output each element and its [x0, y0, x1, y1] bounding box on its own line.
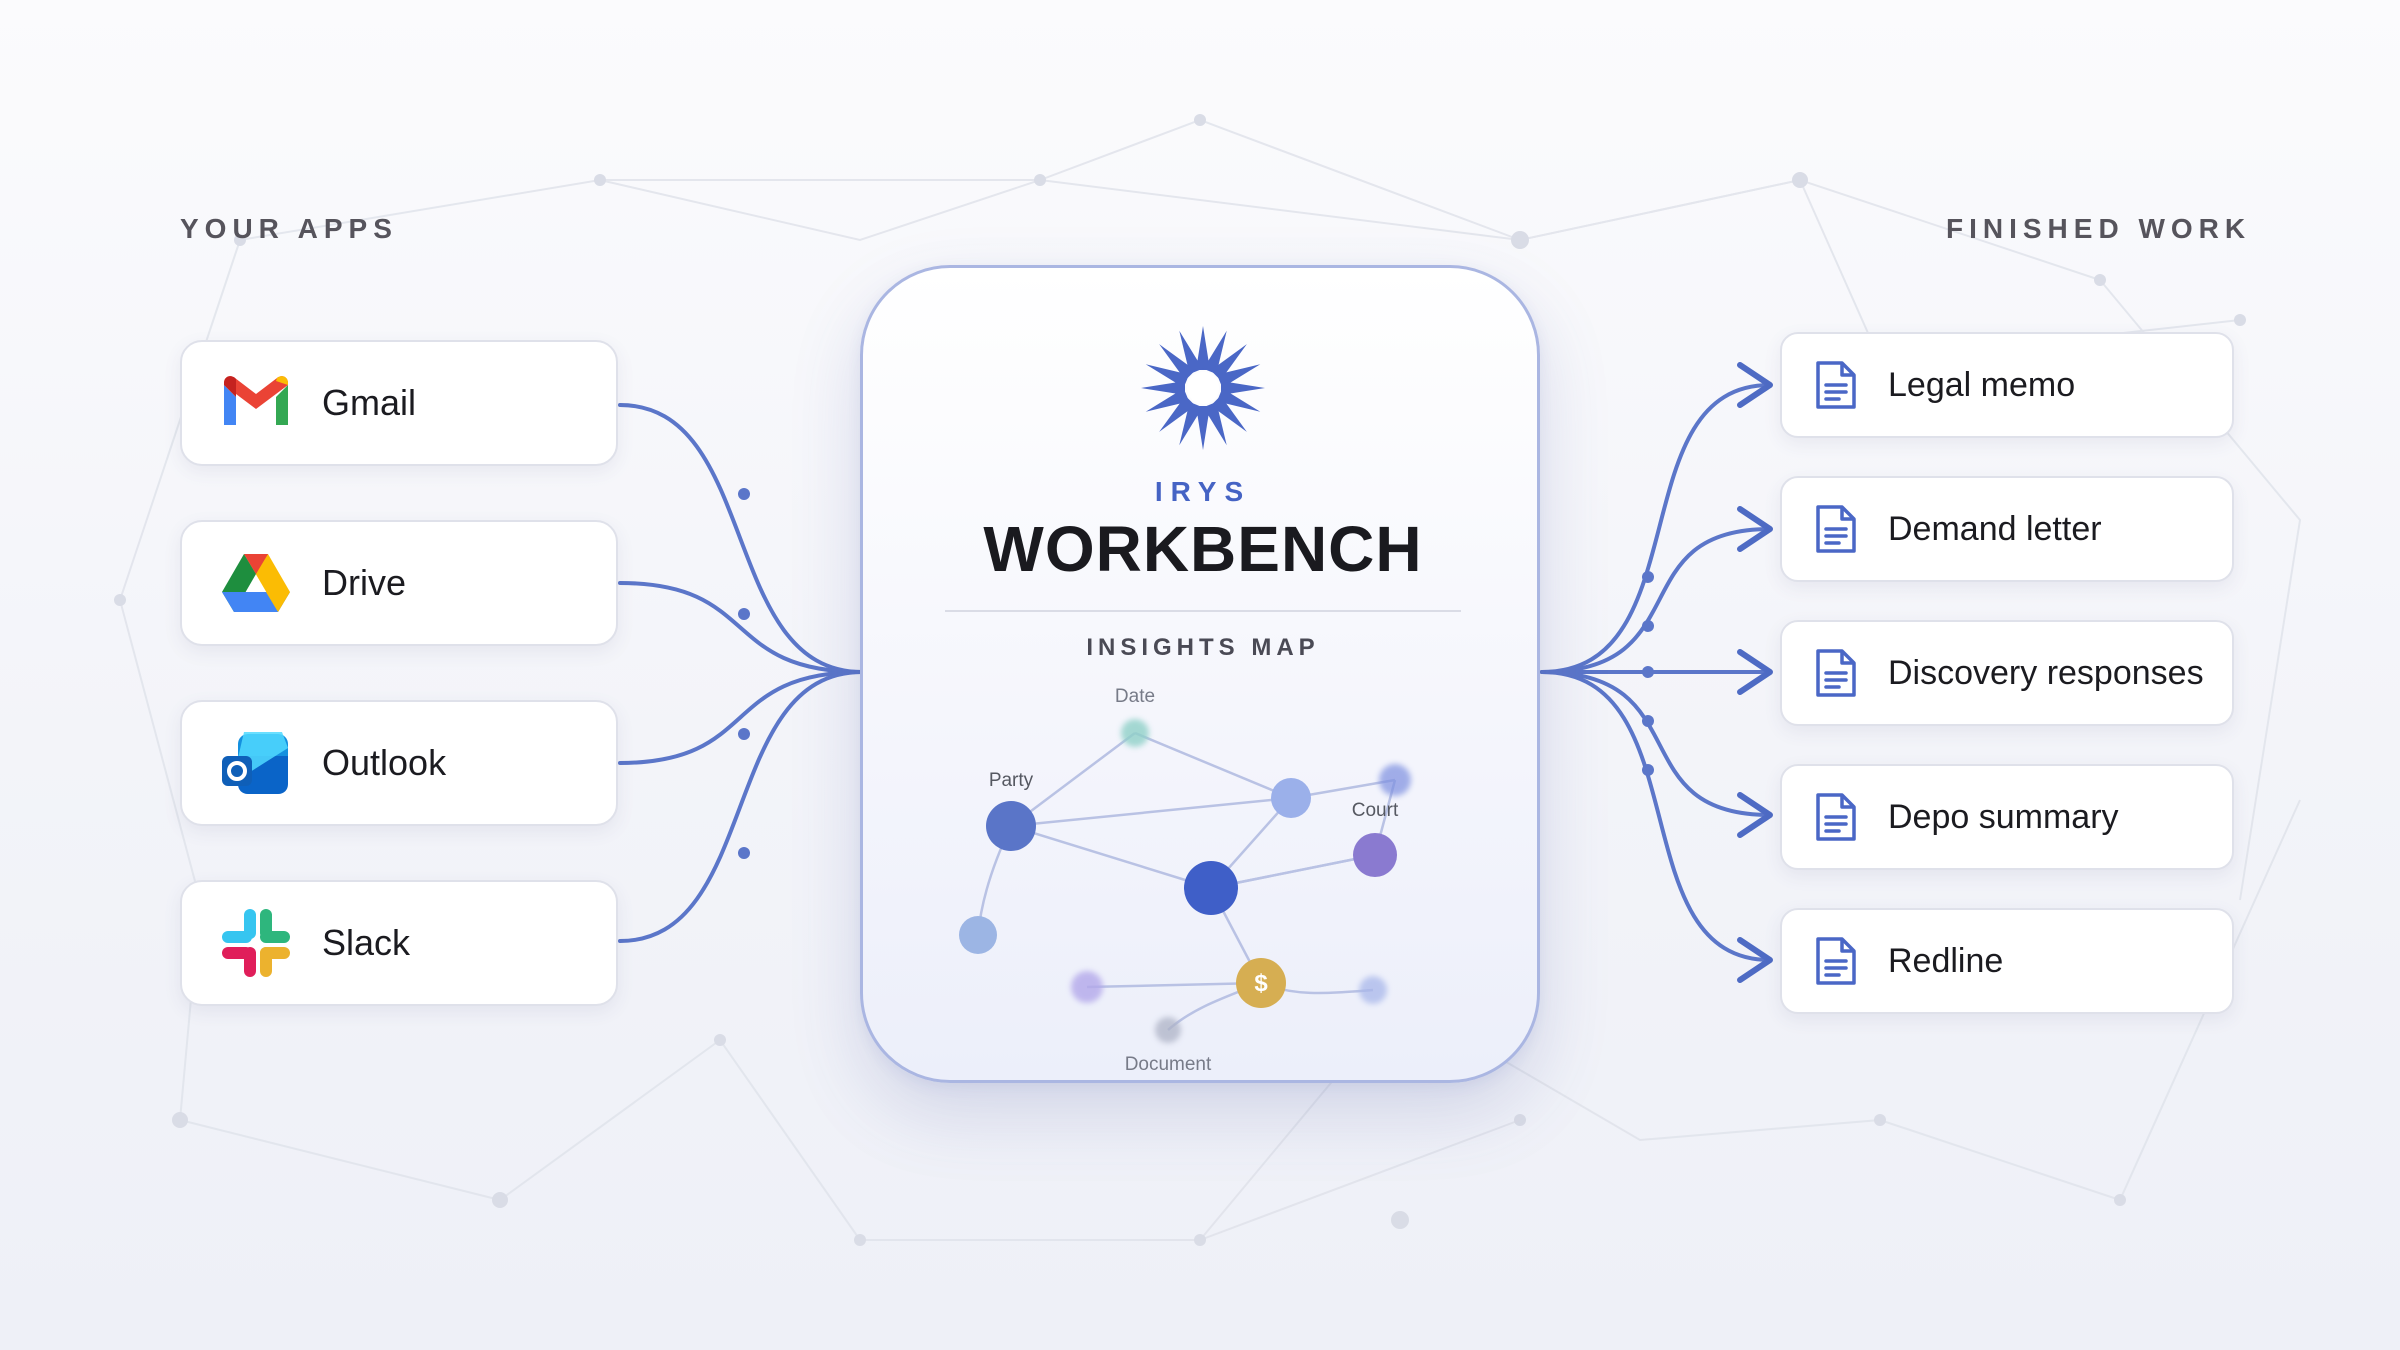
flow-slack: [618, 670, 864, 943]
slack-icon: [220, 907, 292, 979]
flow-dot: [1642, 715, 1654, 727]
app-card-outlook[interactable]: Outlook: [180, 700, 618, 826]
insights-map-heading: INSIGHTS MAP: [1086, 634, 1320, 661]
graph-node-document: [1155, 1017, 1181, 1043]
document-icon: [1816, 361, 1856, 409]
your-apps-heading: YOUR APPS: [180, 213, 398, 244]
arrowhead-legal-memo: [1737, 362, 1773, 408]
graph-node-money: [1236, 958, 1286, 1008]
graph-label-date: Date: [1115, 686, 1155, 707]
flow-demand-letter: [1540, 527, 1772, 674]
document-icon: [1816, 937, 1856, 985]
hub-divider: [945, 610, 1461, 612]
graph-label-document: Document: [1125, 1054, 1212, 1075]
graph-node-court: [1353, 833, 1397, 877]
dollar-icon: $: [1254, 970, 1268, 997]
graph-label-party: Party: [989, 770, 1034, 791]
workbench-hub: IRYS WORKBENCH INSIGHTS MAP: [860, 265, 1540, 1083]
graph-node-date: [1121, 719, 1149, 747]
document-icon: [1816, 505, 1856, 553]
app-label: Slack: [322, 922, 411, 963]
graph-node: [959, 916, 997, 954]
app-label: Gmail: [322, 382, 417, 423]
insights-map-graph: Date Party Court Document $: [959, 686, 1411, 1075]
hub-title: WORKBENCH: [983, 513, 1423, 585]
flow-legal-memo: [1540, 383, 1772, 674]
flow-depo: [1540, 670, 1772, 817]
output-card-discovery-responses[interactable]: Discovery responses: [1780, 620, 2234, 726]
output-card-legal-memo[interactable]: Legal memo: [1780, 332, 2234, 438]
flow-redline: [1540, 670, 1772, 962]
graph-node: [1379, 764, 1411, 796]
output-card-redline[interactable]: Redline: [1780, 908, 2234, 1014]
output-card-demand-letter[interactable]: Demand letter: [1780, 476, 2234, 582]
output-label: Demand letter: [1888, 509, 2102, 548]
graph-node-central: [1184, 861, 1238, 915]
irys-logo-icon: [1141, 326, 1265, 450]
graph-node: [1359, 976, 1387, 1004]
drive-icon: [220, 547, 292, 619]
document-icon: [1816, 649, 1856, 697]
flow-dot: [1642, 666, 1654, 678]
arrowhead-discovery: [1737, 649, 1773, 695]
app-card-drive[interactable]: Drive: [180, 520, 618, 646]
app-card-gmail[interactable]: Gmail: [180, 340, 618, 466]
output-label: Redline: [1888, 941, 2004, 980]
hub-brand: IRYS: [1154, 476, 1252, 507]
flow-drive: [618, 581, 864, 674]
arrowhead-depo: [1737, 792, 1773, 838]
graph-node: [1071, 971, 1103, 1003]
output-label: Legal memo: [1888, 365, 2076, 404]
graph-label-court: Court: [1352, 800, 1399, 821]
app-card-slack[interactable]: Slack: [180, 880, 618, 1006]
flow-dot: [1642, 764, 1654, 776]
flow-dot: [738, 488, 750, 500]
graph-node-party: [986, 801, 1036, 851]
flow-gmail: [618, 403, 864, 674]
output-label: Depo summary: [1888, 797, 2119, 836]
flow-dot: [1642, 620, 1654, 632]
flow-dot: [738, 847, 750, 859]
flow-dot: [738, 728, 750, 740]
output-label: Discovery responses: [1888, 653, 2204, 692]
finished-work-heading: FINISHED WORK: [1946, 213, 2252, 244]
output-card-depo-summary[interactable]: Depo summary: [1780, 764, 2234, 870]
app-label: Drive: [322, 562, 407, 603]
arrowhead-redline: [1737, 937, 1773, 983]
flow-dot: [1642, 571, 1654, 583]
outlook-icon: [220, 727, 292, 799]
document-icon: [1816, 793, 1856, 841]
flow-outlook: [618, 670, 864, 765]
graph-node: [1271, 778, 1311, 818]
gmail-icon: [220, 367, 292, 439]
arrowhead-demand-letter: [1737, 506, 1773, 552]
app-label: Outlook: [322, 742, 447, 783]
flow-dot: [738, 608, 750, 620]
